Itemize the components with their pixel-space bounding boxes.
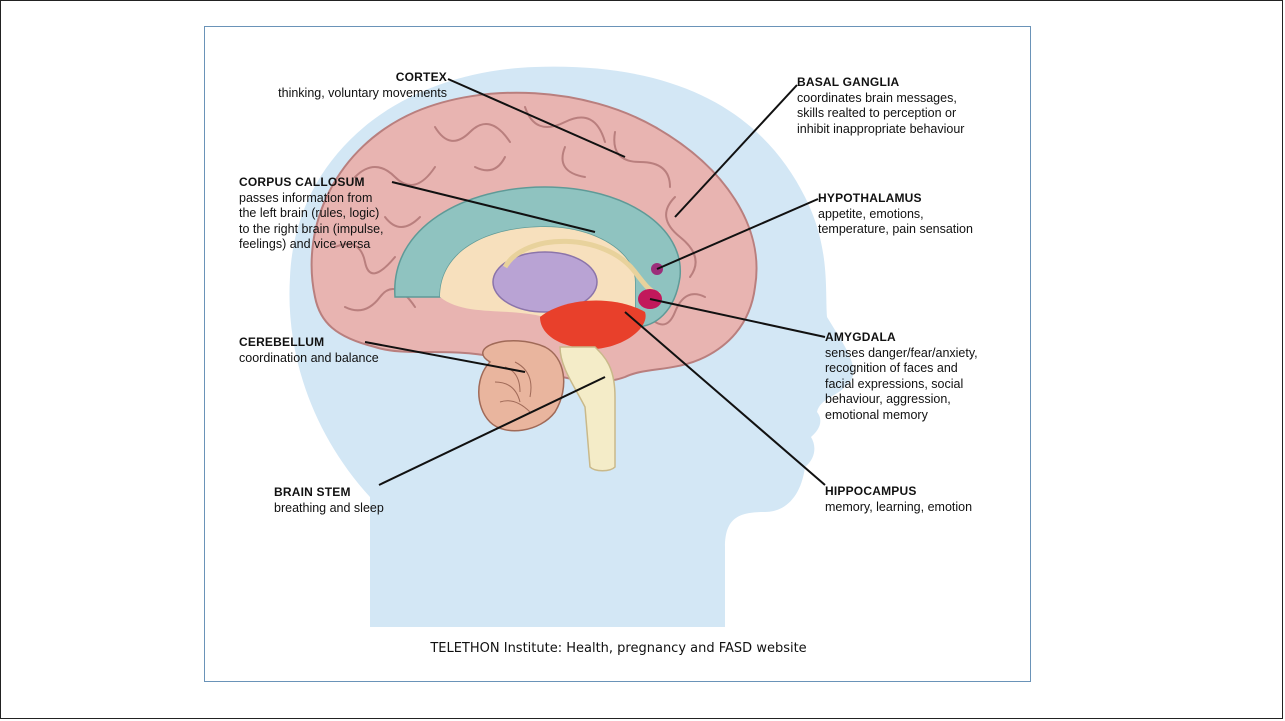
- label-basal-ganglia: BASAL GANGLIA coordinates brain messages…: [797, 75, 1017, 137]
- label-corpus-callosum: CORPUS CALLOSUM passes information from …: [239, 175, 439, 253]
- label-desc: passes information from the left brain (…: [239, 191, 439, 253]
- label-hippocampus: HIPPOCAMPUS memory, learning, emotion: [825, 484, 1025, 515]
- label-title: AMYGDALA: [825, 330, 1025, 346]
- label-desc: appetite, emotions, temperature, pain se…: [818, 207, 1018, 238]
- label-title: BRAIN STEM: [274, 485, 474, 501]
- label-cerebellum: CEREBELLUM coordination and balance: [239, 335, 439, 366]
- label-amygdala: AMYGDALA senses danger/fear/anxiety, rec…: [825, 330, 1025, 423]
- label-title: CORTEX: [229, 70, 447, 86]
- label-desc: coordinates brain messages, skills realt…: [797, 91, 1017, 138]
- label-title: HIPPOCAMPUS: [825, 484, 1025, 500]
- label-title: CEREBELLUM: [239, 335, 439, 351]
- label-desc: coordination and balance: [239, 351, 439, 367]
- label-title: CORPUS CALLOSUM: [239, 175, 439, 191]
- label-title: BASAL GANGLIA: [797, 75, 1017, 91]
- label-desc: thinking, voluntary movements: [229, 86, 447, 102]
- label-cortex: CORTEX thinking, voluntary movements: [229, 70, 447, 101]
- figure-caption: TELETHON Institute: Health, pregnancy an…: [205, 641, 1032, 656]
- brain-figure: CORTEX thinking, voluntary movements COR…: [204, 26, 1031, 682]
- label-title: HYPOTHALAMUS: [818, 191, 1018, 207]
- label-hypothalamus: HYPOTHALAMUS appetite, emotions, tempera…: [818, 191, 1018, 238]
- label-desc: breathing and sleep: [274, 501, 474, 517]
- label-desc: senses danger/fear/anxiety, recognition …: [825, 346, 1025, 424]
- label-desc: memory, learning, emotion: [825, 500, 1025, 516]
- label-brain-stem: BRAIN STEM breathing and sleep: [274, 485, 474, 516]
